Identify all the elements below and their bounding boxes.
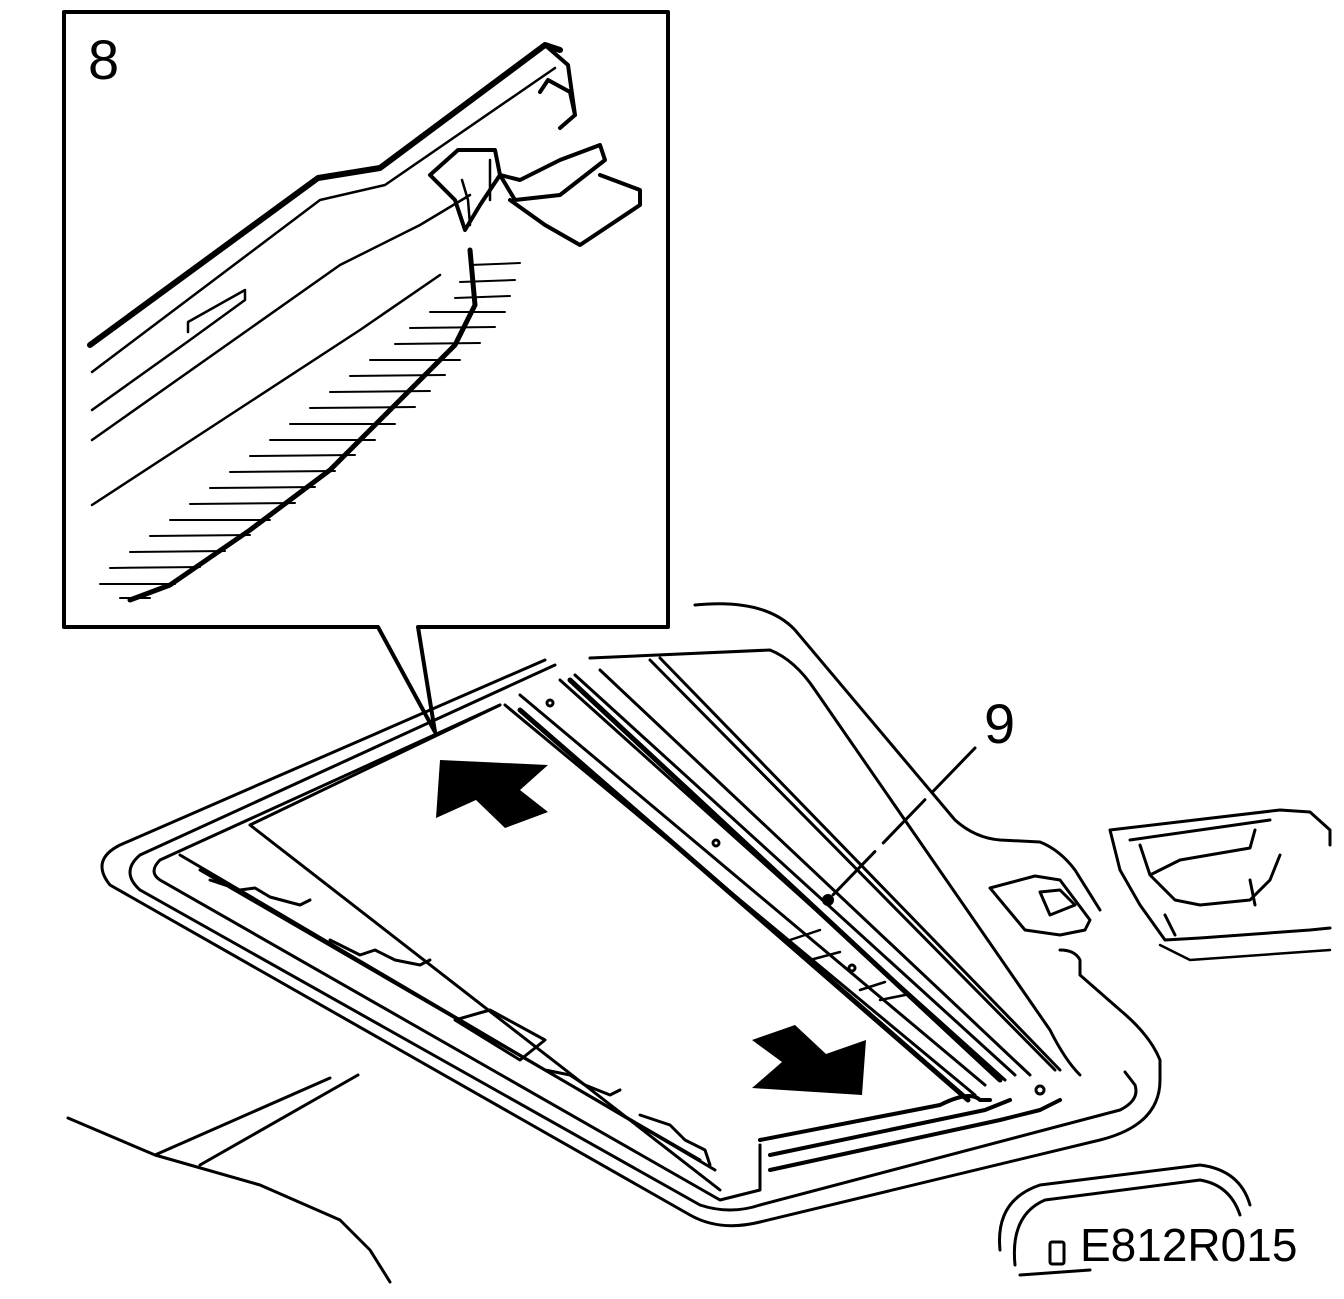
callout-9-leader (822, 746, 977, 906)
shade-hatching (99, 262, 521, 599)
glass-panel (248, 703, 722, 1192)
front-deflector (758, 1094, 1062, 1172)
inset-frame (62, 10, 670, 734)
roof-assembly (100, 602, 1162, 1228)
detail-inset (62, 10, 670, 734)
control-console (988, 808, 1332, 962)
overhead-console (1108, 808, 1332, 942)
callout-label-9: 9 (984, 692, 1016, 755)
direction-arrows (436, 760, 866, 1095)
sealing-strip (178, 853, 717, 1172)
headliner-outline (100, 658, 1162, 1228)
arrow-down-right-icon (752, 1025, 866, 1095)
guide-rail-body (90, 66, 557, 507)
reference-marker-icon (1048, 1240, 1066, 1266)
seat-backrest (66, 1073, 392, 1284)
grab-handle-outline (998, 1163, 1252, 1277)
guide-rail-edge (87, 42, 563, 348)
arrow-up-left-icon (436, 760, 548, 828)
rail-end-bracket (428, 43, 642, 247)
sunroof-frame (128, 663, 1138, 1212)
figure-reference-code: E812R015 (1080, 1219, 1298, 1271)
callout-label-8: 8 (88, 28, 120, 91)
